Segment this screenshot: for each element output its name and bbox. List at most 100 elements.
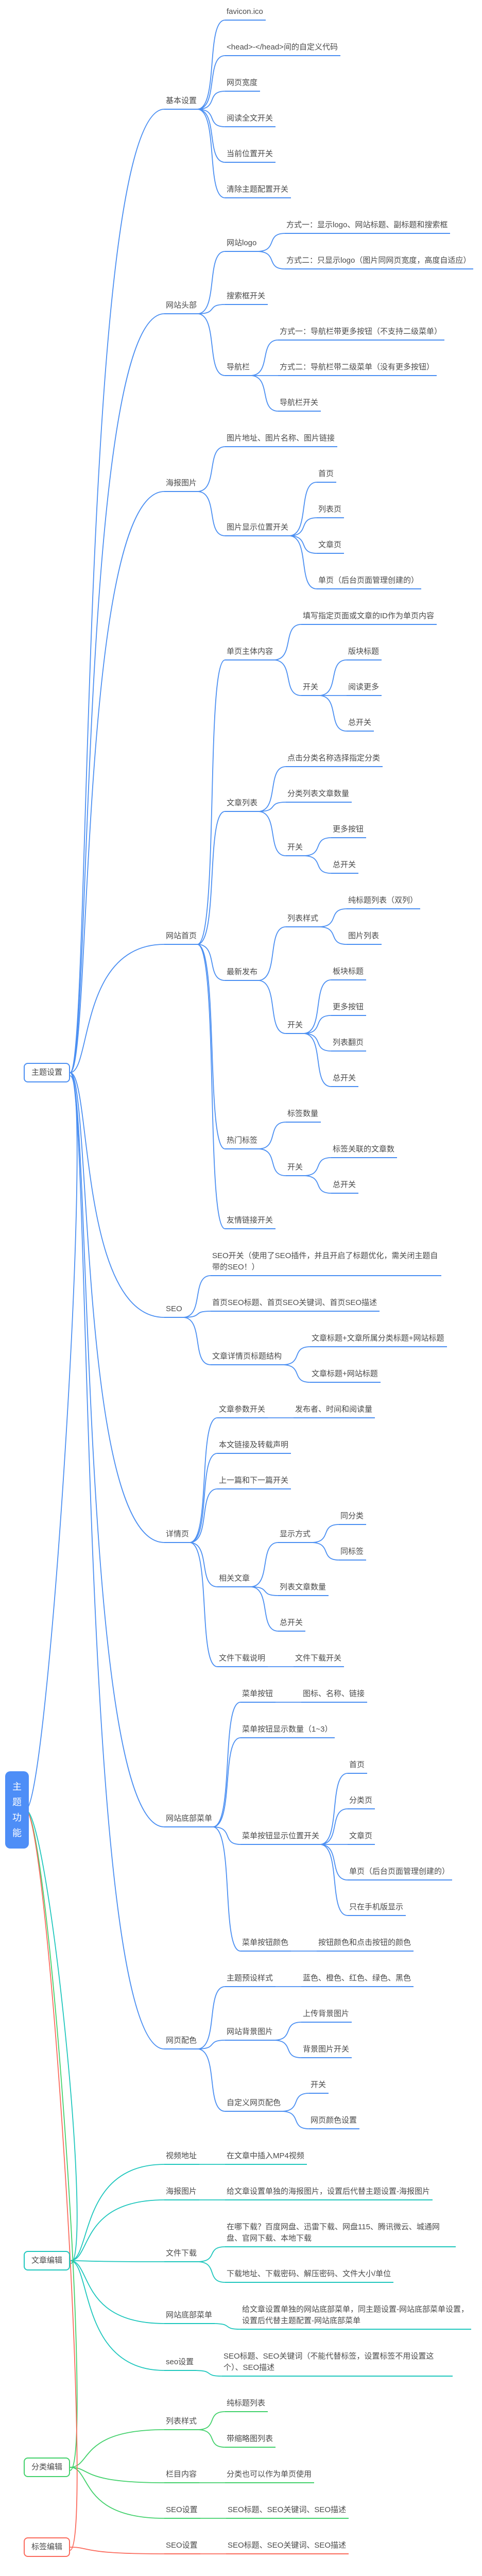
- mindmap-topic[interactable]: favicon.ico: [225, 6, 266, 21]
- mindmap-topic[interactable]: 文章详情页标题结构: [211, 1351, 285, 1365]
- mindmap-topic[interactable]: 在文章中插入MP4视频: [225, 2150, 307, 2165]
- mindmap-topic[interactable]: 点击分类名称选择指定分类: [286, 753, 383, 767]
- mindmap-topic[interactable]: 按钮颜色和点击按钮的颜色: [317, 1937, 414, 1952]
- mindmap-topic[interactable]: 版块标题: [347, 646, 382, 660]
- mindmap-topic[interactable]: 菜单按钮: [240, 1688, 276, 1703]
- mindmap-topic[interactable]: 菜单按钮显示数量（1~3）: [240, 1724, 335, 1738]
- mindmap-topic[interactable]: 板块标题: [331, 966, 367, 980]
- mindmap-topic[interactable]: SEO标题、SEO关键词、SEO描述: [226, 2540, 349, 2554]
- mindmap-topic[interactable]: 首页: [348, 1759, 368, 1774]
- mindmap-topic[interactable]: 图片列表: [347, 930, 382, 945]
- mindmap-topic[interactable]: 下载地址、下载密码、解压密码、文件大小/单位: [225, 2268, 394, 2283]
- mindmap-topic[interactable]: 文件下载开关: [294, 1653, 345, 1667]
- mindmap-topic[interactable]: 热门标签: [225, 1135, 261, 1149]
- mindmap-topic[interactable]: 菜单按钮颜色: [240, 1937, 291, 1952]
- mindmap-topic[interactable]: 首页: [317, 468, 337, 483]
- mindmap-topic[interactable]: 列表页: [317, 504, 345, 518]
- mindmap-topic[interactable]: 视频地址: [164, 2150, 200, 2165]
- mindmap-topic[interactable]: 海报图片: [164, 2186, 200, 2200]
- mindmap-topic[interactable]: 文章标题+网站标题: [310, 1368, 381, 1383]
- mindmap-topic[interactable]: 文章参数开关: [217, 1404, 268, 1418]
- mindmap-topic[interactable]: 网站头部: [164, 300, 200, 314]
- mindmap-topic[interactable]: 方式二：导航栏带二级菜单（没有更多按钮）: [278, 362, 437, 376]
- mindmap-topic[interactable]: 图标、名称、链接: [301, 1688, 368, 1703]
- mindmap-topic[interactable]: 显示方式: [278, 1529, 314, 1543]
- mindmap-topic[interactable]: 本文链接及转载声明: [217, 1439, 291, 1454]
- mindmap-topic[interactable]: 列表样式: [164, 2416, 200, 2430]
- mindmap-topic[interactable]: 列表翻页: [331, 1037, 367, 1052]
- mindmap-topic[interactable]: 导航栏开关: [278, 397, 321, 412]
- mindmap-topic[interactable]: 最新发布: [225, 967, 261, 981]
- mindmap-topic[interactable]: 更多按钮: [331, 824, 367, 838]
- mindmap-topic[interactable]: 文件下载: [164, 2248, 200, 2262]
- mindmap-topic[interactable]: 文章列表: [225, 798, 261, 812]
- mindmap-topic[interactable]: 开关: [286, 1020, 306, 1034]
- branch-label[interactable]: 标签编辑: [24, 2537, 71, 2557]
- mindmap-topic[interactable]: 清除主题配置开关: [225, 184, 291, 198]
- mindmap-topic[interactable]: 在哪下载？百度网盘、迅雷下载、网盘115、腾讯微云、城通网盘、官网下载、本地下载: [225, 2222, 456, 2247]
- mindmap-topic[interactable]: 基本设置: [164, 95, 200, 110]
- mindmap-topic[interactable]: 总开关: [331, 1179, 359, 1194]
- mindmap-root[interactable]: 主题功能: [5, 1771, 29, 1849]
- mindmap-topic[interactable]: 更多按钮: [331, 1002, 367, 1016]
- mindmap-topic[interactable]: 方式一：导航栏带更多按钮（不支持二级菜单）: [278, 326, 445, 341]
- mindmap-topic[interactable]: 网页配色: [164, 2035, 200, 2049]
- mindmap-topic[interactable]: 只在手机版显示: [348, 1902, 406, 1916]
- mindmap-topic[interactable]: <head>-</head>间的自定义代码: [225, 42, 340, 56]
- mindmap-topic[interactable]: 友情链接开关: [225, 1215, 276, 1229]
- mindmap-topic[interactable]: 单页（后台页面管理创建的）: [317, 575, 422, 589]
- mindmap-topic[interactable]: 给文章设置单独的海报图片，设置后代替主题设置-海报图片: [225, 2186, 433, 2200]
- mindmap-topic[interactable]: 网站底部菜单: [164, 2310, 215, 2324]
- mindmap-topic[interactable]: 网站首页: [164, 930, 200, 945]
- mindmap-topic[interactable]: 图片地址、图片名称、图片链接: [225, 433, 338, 447]
- mindmap-topic[interactable]: 当前位置开关: [225, 148, 276, 163]
- mindmap-topic[interactable]: 阅读更多: [347, 682, 382, 696]
- mindmap-topic[interactable]: 文章页: [317, 539, 345, 554]
- mindmap-topic[interactable]: 分类页: [348, 1795, 375, 1809]
- mindmap-topic[interactable]: 背景图片开关: [301, 2044, 352, 2058]
- mindmap-topic[interactable]: 给文章设置单独的网站底部菜单，同主题设置-网站底部菜单设置，设置后代替主题配置-…: [240, 2304, 471, 2330]
- mindmap-topic[interactable]: 图片显示位置开关: [225, 522, 291, 536]
- mindmap-topic[interactable]: 蓝色、橙色、红色、绿色、黑色: [301, 1973, 414, 1987]
- branch-label[interactable]: 文章编辑: [24, 2251, 71, 2270]
- mindmap-topic[interactable]: SEO设置: [164, 2504, 200, 2519]
- mindmap-topic[interactable]: 上一篇和下一篇开关: [217, 1475, 291, 1489]
- mindmap-topic[interactable]: 搜索框开关: [225, 291, 268, 305]
- mindmap-topic[interactable]: 开关: [286, 1162, 306, 1176]
- mindmap-topic[interactable]: 相关文章: [217, 1573, 253, 1587]
- mindmap-topic[interactable]: 纯标题列表（双列）: [347, 895, 421, 909]
- mindmap-topic[interactable]: 列表文章数量: [278, 1582, 329, 1596]
- mindmap-topic[interactable]: SEO开关（使用了SEO插件，并且开启了标题优化，需关闭主题自带的SEO！）: [211, 1250, 441, 1276]
- mindmap-topic[interactable]: 菜单按钮显示位置开关: [240, 1831, 322, 1845]
- mindmap-topic[interactable]: 网页颜色设置: [309, 2115, 360, 2129]
- mindmap-topic[interactable]: 方式一：显示logo、网站标题、副标题和搜索框: [285, 219, 451, 234]
- mindmap-topic[interactable]: SEO标题、SEO关键词（不能代替标签，设置标签不用设置这个）、SEO描述: [222, 2351, 453, 2377]
- mindmap-topic[interactable]: 总开关: [278, 1617, 306, 1632]
- mindmap-topic[interactable]: 开关: [301, 682, 321, 696]
- mindmap-topic[interactable]: 标签数量: [286, 1108, 321, 1123]
- mindmap-topic[interactable]: 文件下载说明: [217, 1653, 268, 1667]
- mindmap-topic[interactable]: 栏目内容: [164, 2469, 200, 2483]
- mindmap-topic[interactable]: 标签关联的文章数: [331, 1144, 398, 1158]
- mindmap-topic[interactable]: 方式二：只显示logo（图片同网页宽度，高度自适应）: [285, 255, 474, 269]
- mindmap-topic[interactable]: 总开关: [347, 717, 374, 732]
- mindmap-topic[interactable]: 文章页: [348, 1831, 375, 1845]
- mindmap-topic[interactable]: 文章标题+文章所属分类标题+网站标题: [310, 1333, 447, 1347]
- mindmap-topic[interactable]: 导航栏: [225, 362, 253, 376]
- mindmap-topic[interactable]: 单页主体内容: [225, 646, 276, 660]
- branch-label[interactable]: 主题设置: [24, 1063, 71, 1082]
- mindmap-topic[interactable]: 首页SEO标题、首页SEO关键词、首页SEO描述: [211, 1297, 380, 1312]
- mindmap-topic[interactable]: 发布者、时间和阅读量: [294, 1404, 375, 1418]
- mindmap-topic[interactable]: 单页（后台页面管理创建的）: [348, 1866, 453, 1880]
- mindmap-topic[interactable]: 总开关: [331, 859, 359, 874]
- mindmap-topic[interactable]: 填写指定页面或文章的ID作为单页内容: [301, 611, 437, 625]
- mindmap-topic[interactable]: 分类列表文章数量: [286, 788, 352, 803]
- mindmap-topic[interactable]: 同标签: [339, 1546, 367, 1561]
- mindmap-topic[interactable]: 网站logo: [225, 238, 260, 252]
- mindmap-topic[interactable]: seo设置: [164, 2357, 197, 2371]
- mindmap-topic[interactable]: 列表样式: [286, 913, 321, 927]
- mindmap-topic[interactable]: SEO设置: [164, 2540, 200, 2554]
- mindmap-topic[interactable]: SEO: [164, 1303, 185, 1318]
- mindmap-topic[interactable]: 上传背景图片: [301, 2008, 352, 2023]
- mindmap-topic[interactable]: 网站底部菜单: [164, 1813, 215, 1827]
